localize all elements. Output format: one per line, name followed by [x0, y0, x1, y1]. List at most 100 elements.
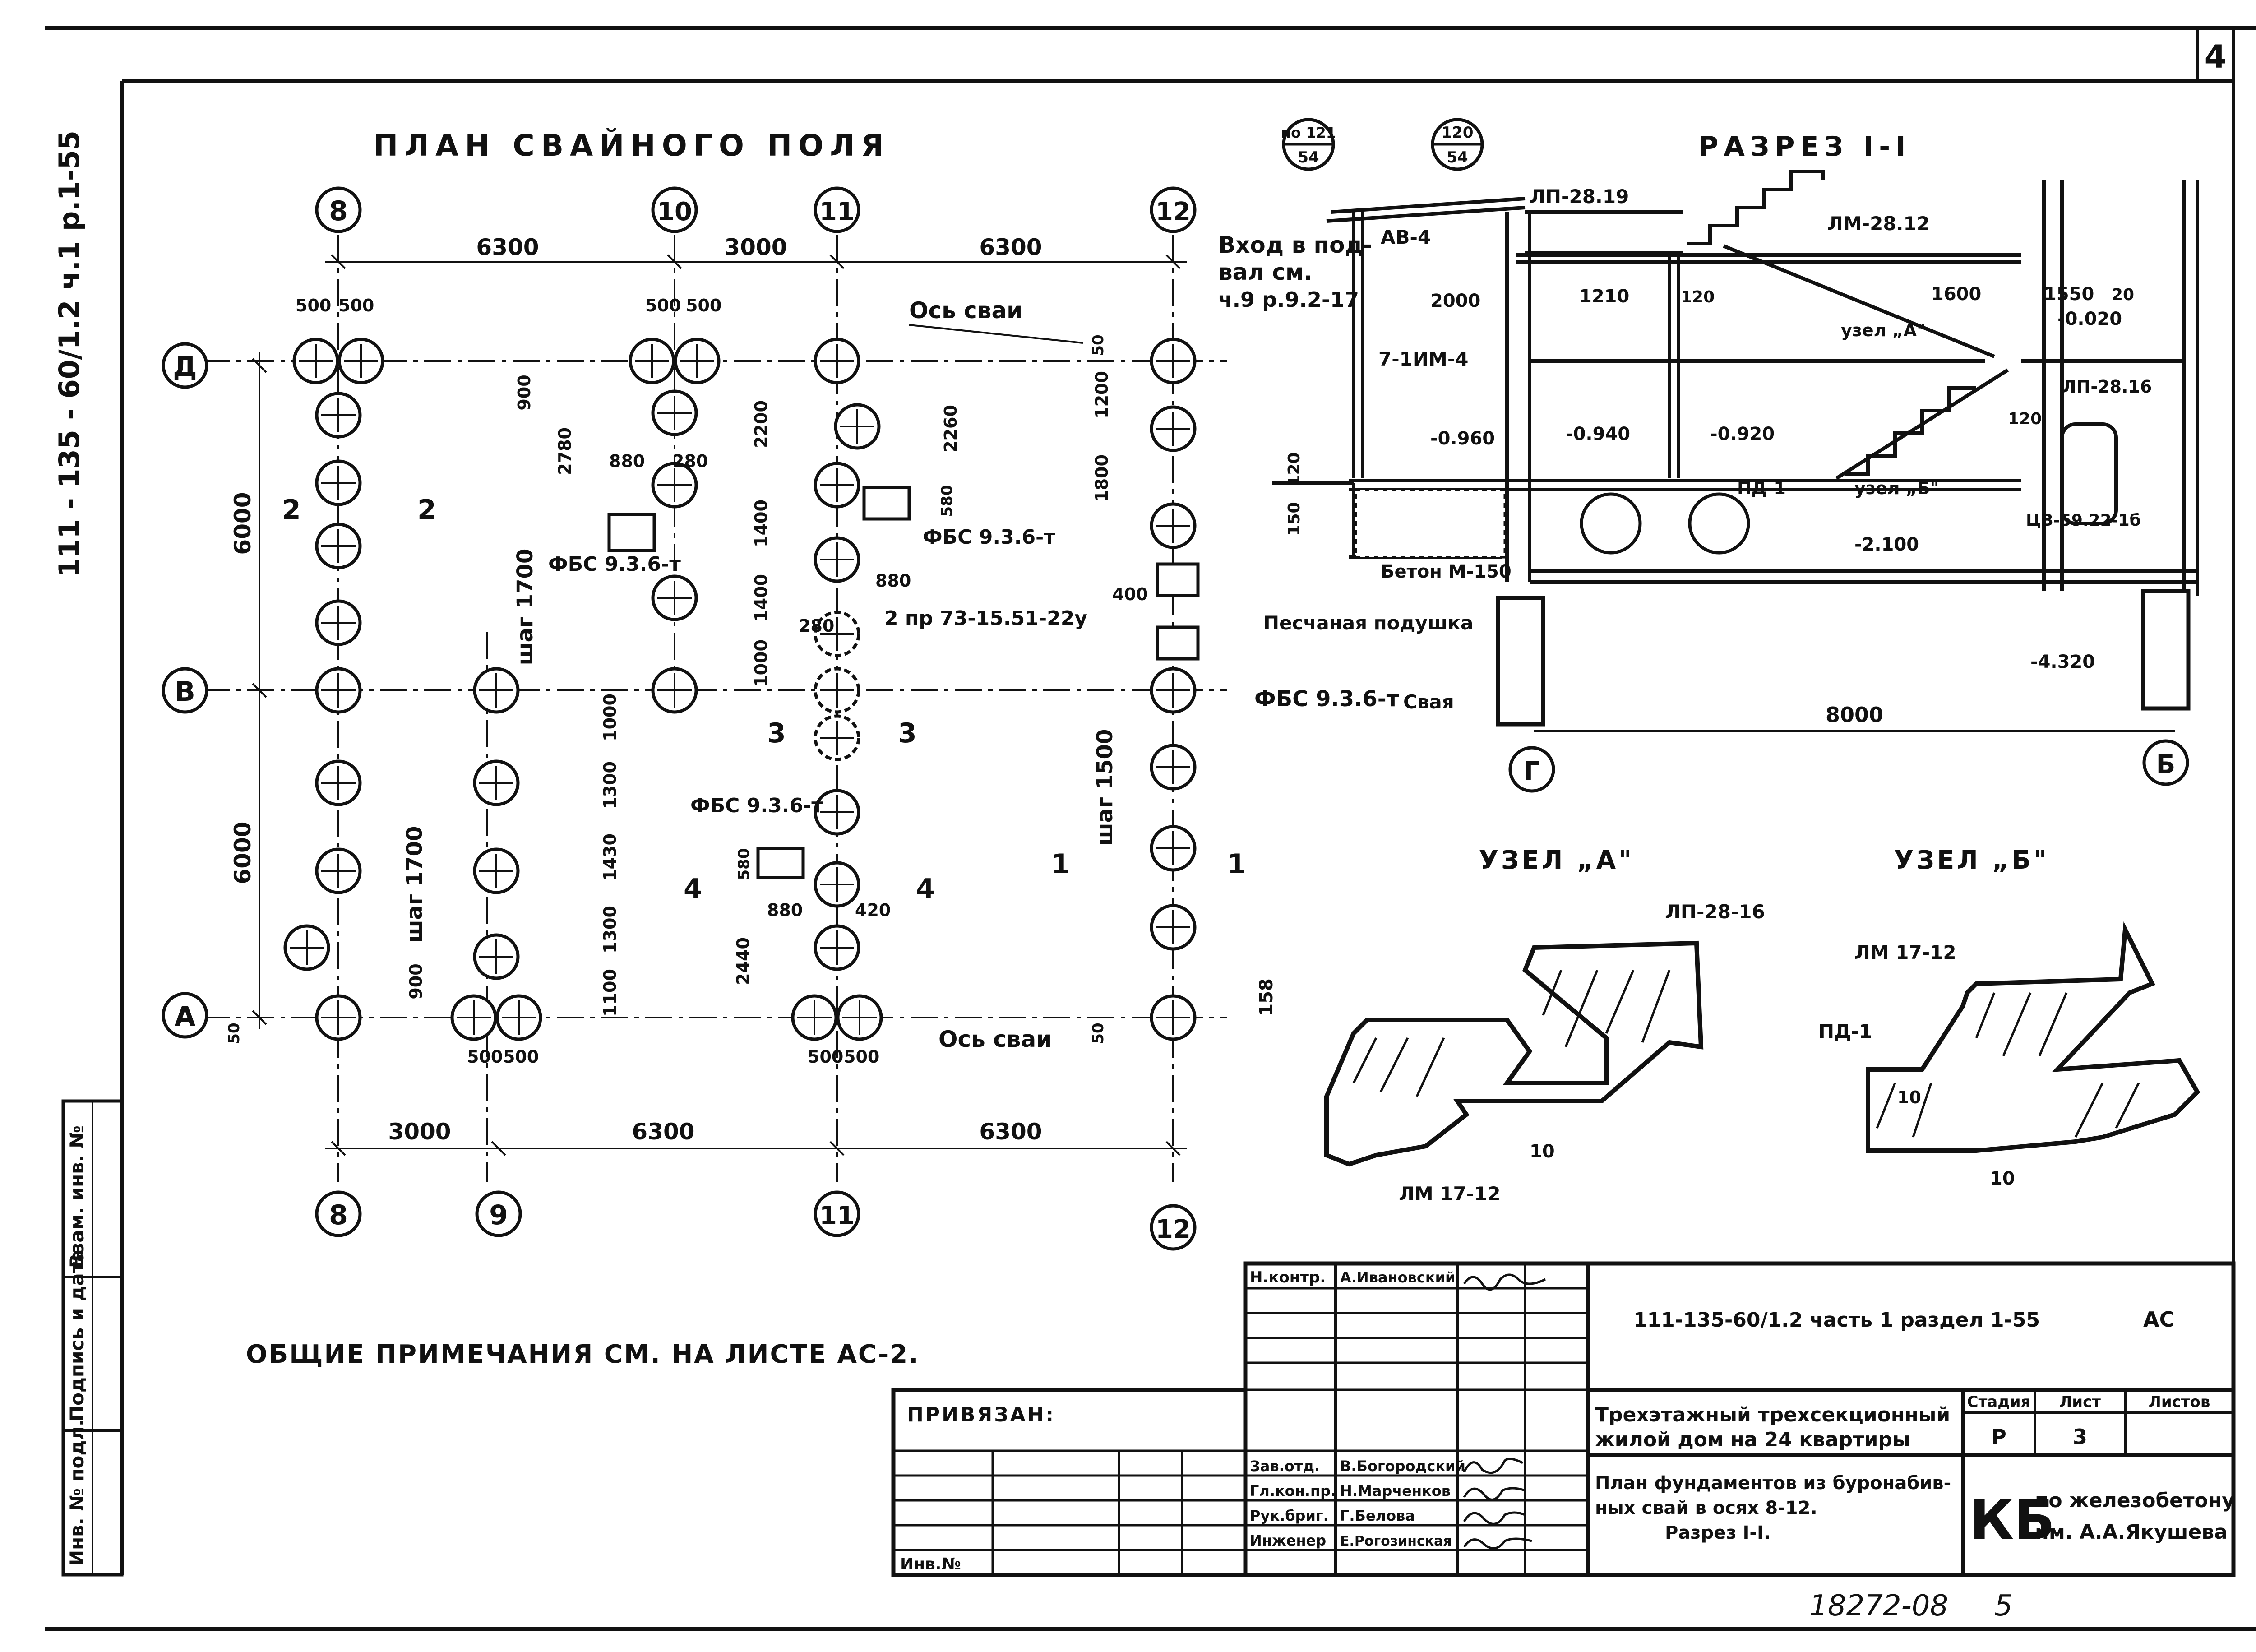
tb-ruk: Рук.бриг. [1250, 1507, 1329, 1524]
general-notes: ОБЩИЕ ПРИМЕЧАНИЯ СМ. НА ЛИСТЕ АС-2. [246, 1340, 920, 1369]
pile [814, 924, 860, 971]
fbs-block [862, 486, 911, 521]
pile [315, 599, 362, 646]
pile [814, 667, 860, 714]
node-a-dim: 158 [1256, 978, 1277, 1016]
dim-small: 880 [875, 571, 911, 591]
axis-top-11-label: 11 [819, 197, 855, 227]
tb-archive-number: 18272-08 [1809, 1589, 1948, 1623]
dim-small: 50 [225, 1023, 243, 1044]
section-title: РАЗРЕЗ I-I [1698, 131, 1911, 162]
axis-left-A-label: А [175, 1001, 196, 1032]
axis-bottom-9 [475, 1190, 522, 1237]
label-step-1: шаг 1700 [513, 549, 538, 666]
node-a-body [1324, 940, 1704, 1167]
level-6: -4.320 [2030, 652, 2095, 672]
callout-1-bottom: 54 [1298, 148, 1319, 167]
label-im: 7-1ИМ-4 [1378, 348, 1468, 370]
fbs-block [607, 513, 656, 552]
axis-left-A [162, 992, 208, 1039]
pile [1150, 405, 1197, 452]
tb-gl-name: Н.Марченков [1340, 1482, 1451, 1499]
fbs-block [756, 847, 805, 879]
pile [337, 338, 384, 384]
label-cv: ЦВ-59.22-1б [2026, 511, 2141, 530]
dim-top-1: 6300 [476, 234, 539, 260]
sheet-frame: 4 [45, 26, 2256, 1631]
dim-small: 500 [844, 1047, 879, 1067]
pile [315, 392, 362, 439]
pile [674, 338, 721, 384]
dim-small: 500 [338, 296, 374, 315]
dim-small: 500 [296, 296, 331, 315]
dim-bottom-1: 3000 [388, 1119, 451, 1145]
dim-left-2: 6000 [230, 821, 256, 884]
section-dim: 1210 [1579, 286, 1629, 307]
axis-top-10-label: 10 [657, 197, 692, 227]
axis-top-12 [1150, 186, 1197, 233]
piles [283, 338, 1197, 1041]
sheet-corner-number: 4 [2205, 38, 2227, 75]
tb-building-1: Трехэтажный трехсекционный [1595, 1403, 1950, 1426]
title-block: Н.контр. А.Ивановский Зав.отд. В.Богород… [891, 1261, 2236, 1623]
section-structure [1272, 170, 2199, 596]
pile [814, 789, 860, 836]
section-axis-G [1508, 746, 1555, 793]
tb-stage: Р [1991, 1425, 2006, 1449]
label-lm2812: ЛМ-28.12 [1827, 213, 1930, 235]
dim-small: 500 [808, 1047, 843, 1067]
dim-small: 1800 [1092, 454, 1112, 502]
dim-small: 280 [672, 451, 708, 471]
section-dim: 1550 [2044, 284, 2094, 305]
section-mark-3b: 3 [898, 717, 917, 749]
stamp-inv-podl: Инв. № подл. [66, 1419, 88, 1566]
node-b-hatch [1876, 992, 2140, 1138]
label-entrance-2: вал см. [1218, 259, 1313, 285]
label-step-3: шаг 1500 [1092, 729, 1118, 846]
dim-small: 2200 [751, 400, 771, 448]
pile [495, 994, 542, 1041]
dim-lines-bottom [325, 1141, 1187, 1156]
pile [1150, 904, 1197, 951]
tb-zav-name: В.Богородский [1340, 1458, 1465, 1475]
tb-building-2: жилой дом на 24 квартиры [1595, 1428, 1910, 1451]
pile [651, 389, 698, 436]
dim-small: 500 [645, 296, 681, 315]
label-entrance-1: Вход в под- [1218, 232, 1373, 258]
tb-gl-kon: Гл.кон.пр. [1250, 1482, 1336, 1499]
section-mark-4a: 4 [684, 873, 703, 905]
axis-bottom-8-label: 8 [329, 1199, 348, 1231]
section-dim: 2000 [1430, 291, 1480, 311]
dim-small: 1200 [1092, 371, 1112, 419]
level-1: -0.960 [1430, 428, 1495, 449]
dim-small: 580 [735, 848, 753, 880]
pile [814, 611, 860, 657]
title-block-grid [891, 1261, 2236, 1577]
pile [814, 338, 860, 384]
tb-inzh: Инженер [1250, 1532, 1326, 1549]
axis-top-8 [315, 186, 362, 233]
tb-org-1: по железобетону [2035, 1489, 2235, 1512]
pile [450, 994, 497, 1041]
fbs-blocks [607, 486, 1200, 879]
level-3: -0.920 [1710, 424, 1775, 444]
tb-sheet-header: Лист [2059, 1393, 2101, 1411]
dim-small: 420 [855, 900, 891, 920]
axis-top-11 [814, 186, 860, 233]
tb-org-2: им. А.А.Якушева [2035, 1521, 2228, 1544]
dim-small: 50 [1089, 334, 1107, 356]
node-a-bottom-label: ЛМ 17-12 [1399, 1183, 1501, 1205]
level-2: -0.940 [1566, 424, 1630, 444]
node-a-hatch [1352, 970, 1671, 1097]
dim-lines-top [325, 254, 1187, 269]
label-concrete: Бетон М-150 [1381, 561, 1512, 582]
dim-small: 1400 [751, 574, 771, 622]
pile [791, 994, 838, 1041]
dim-small: 500 [503, 1047, 539, 1067]
section-axis-B [2142, 739, 2189, 786]
dim-small: 1430 [600, 833, 620, 881]
dim-top-3: 6300 [979, 234, 1042, 260]
document-code-vertical: 111 - 135 - 60/1.2 ч.1 р.1-55 [53, 130, 86, 578]
dim-top-2: 3000 [724, 234, 787, 260]
node-a-top-label: ЛП-28-16 [1665, 901, 1765, 923]
